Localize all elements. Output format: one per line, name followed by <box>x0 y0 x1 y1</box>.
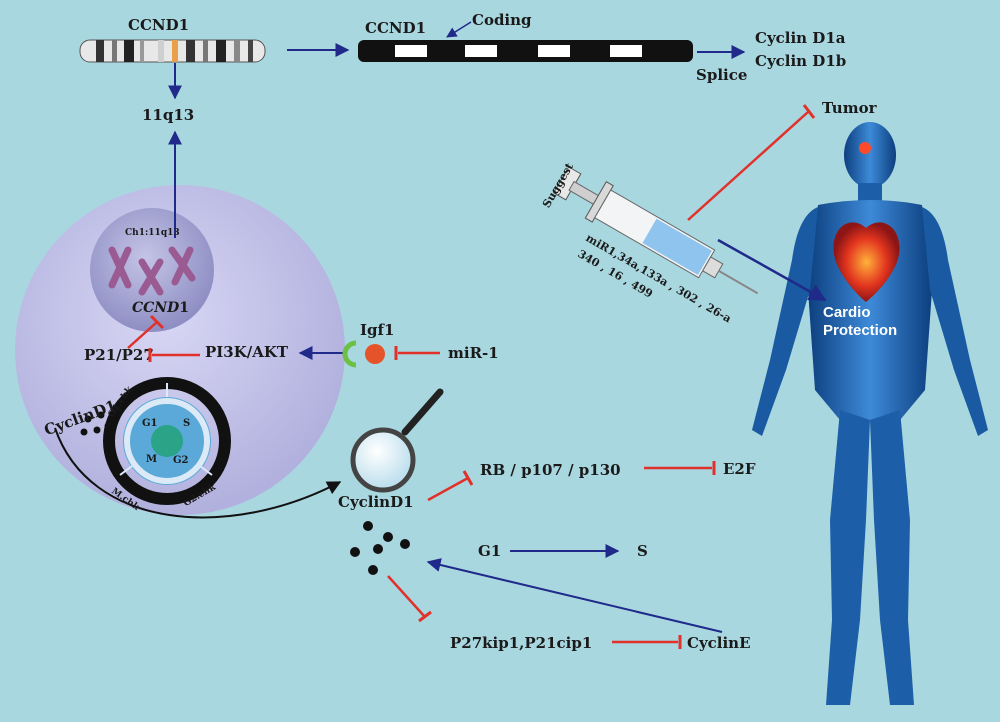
rb-family-label: RB / p107 / p130 <box>480 461 621 479</box>
inhibit-cyclin-rb <box>427 476 469 502</box>
chromosome-label: CCND1 <box>128 16 189 34</box>
cycle-s: S <box>183 418 190 429</box>
e2f-label: E2F <box>723 460 756 478</box>
gene-label: CCND1 <box>365 19 426 37</box>
cycle-g1: G1 <box>142 418 158 429</box>
arrow-coding <box>446 21 472 38</box>
heart-icon <box>833 222 900 302</box>
nucleus-gene-label: CCND1 <box>132 300 189 316</box>
igf1-receptor <box>342 340 385 368</box>
cycle-g2: G2 <box>173 455 189 466</box>
nucleus-chrom-label: Ch1:11q13 <box>125 228 180 238</box>
cycline-label: CyclinE <box>687 634 751 652</box>
gene-bar <box>358 40 693 62</box>
cycle-m: M <box>146 454 157 465</box>
syringe-icon <box>552 166 759 295</box>
tumor-label: Tumor <box>822 99 878 117</box>
igf1-label: Igf1 <box>360 321 394 339</box>
cyclin-dots-cell <box>80 411 112 436</box>
splice-label: Splice <box>696 66 747 84</box>
p21-p27-label: P21/P27 <box>84 346 154 364</box>
cardio-label-1: Cardio <box>823 304 871 321</box>
magnifier-icon <box>350 388 444 493</box>
g1-label: G1 <box>478 542 501 560</box>
inhibit-p21-ccnd1 <box>127 321 158 349</box>
human-body-figure <box>752 122 988 705</box>
arrow-cycline-cyclin <box>426 558 723 633</box>
export-arrow <box>54 427 342 519</box>
coding-label: Coding <box>472 11 532 29</box>
cki-label: P27kip1,P21cip1 <box>450 634 592 652</box>
pi3k-akt-label: PI3K/AKT <box>205 343 289 361</box>
variant-a-label: Cyclin D1a <box>755 29 846 47</box>
cyclind1-label: CyclinD1 <box>338 493 414 511</box>
inhibit-cyclin-cki <box>387 575 426 618</box>
chromosome-icon <box>108 246 196 296</box>
chromosome-ideogram <box>79 39 266 63</box>
variant-b-label: Cyclin D1b <box>755 52 846 70</box>
cardio-label-2: Protection <box>823 322 897 339</box>
cyclin-dots-lower <box>350 521 410 575</box>
s-label: S <box>637 542 648 560</box>
arrow-therapy-cardio <box>717 238 827 302</box>
inhibit-therapy-tumor <box>687 111 809 221</box>
cell-cycle-ring <box>103 377 231 505</box>
locus-label: 11q13 <box>142 106 194 124</box>
mir1-label: miR-1 <box>448 344 499 362</box>
